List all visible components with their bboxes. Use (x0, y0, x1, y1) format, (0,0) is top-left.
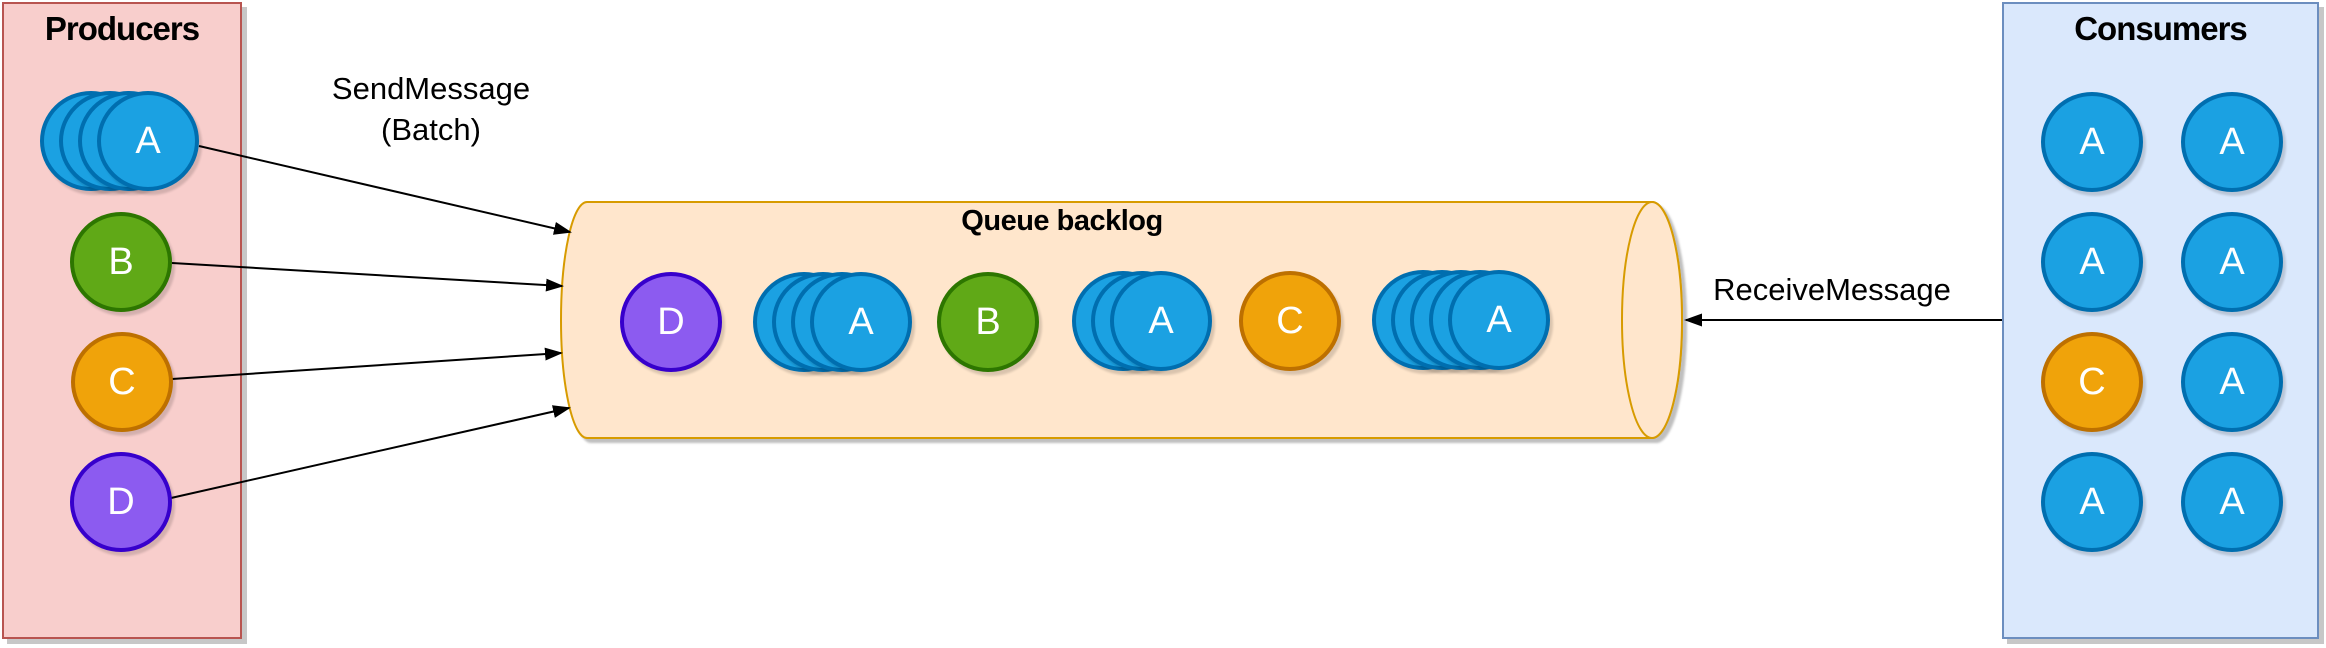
message-circle-a: A (810, 272, 912, 372)
message-circle-d: D (70, 452, 172, 552)
message-circle-a: A (1448, 270, 1550, 370)
message-circle-a: A (1110, 271, 1212, 371)
receive-message-label: ReceiveMessage (1713, 272, 1951, 307)
message-circle-a: A (2181, 332, 2283, 432)
message-circle-a: A (2181, 92, 2283, 192)
queue-title: Queue backlog (961, 205, 1163, 237)
send-message-line1: SendMessage (331, 71, 531, 106)
message-circle-a: A (2181, 452, 2283, 552)
send-message-arrow-1 (198, 145, 572, 235)
message-circle-a: A (2041, 452, 2143, 552)
send-message-arrow-3 (171, 347, 563, 380)
message-circle-b: B (70, 212, 172, 312)
message-circle-a: A (2041, 212, 2143, 312)
send-message-arrow-4 (170, 405, 571, 499)
message-circle-b: B (937, 272, 1039, 372)
send-message-arrow-2 (171, 262, 564, 292)
message-circle-c: C (71, 332, 173, 432)
queue-cylinder-cap (1621, 201, 1683, 439)
consumers-title: Consumers (2074, 10, 2248, 47)
send-message-line2: (Batch) (381, 112, 481, 147)
send-message-label: SendMessage (Batch) (332, 68, 530, 150)
message-circle-c: C (2041, 332, 2143, 432)
message-circle-d: D (620, 272, 722, 372)
message-circle-a: A (97, 91, 199, 191)
message-circle-c: C (1239, 271, 1341, 371)
message-circle-a: A (2181, 212, 2283, 312)
message-circle-a: A (2041, 92, 2143, 192)
producers-title: Producers (44, 10, 200, 47)
